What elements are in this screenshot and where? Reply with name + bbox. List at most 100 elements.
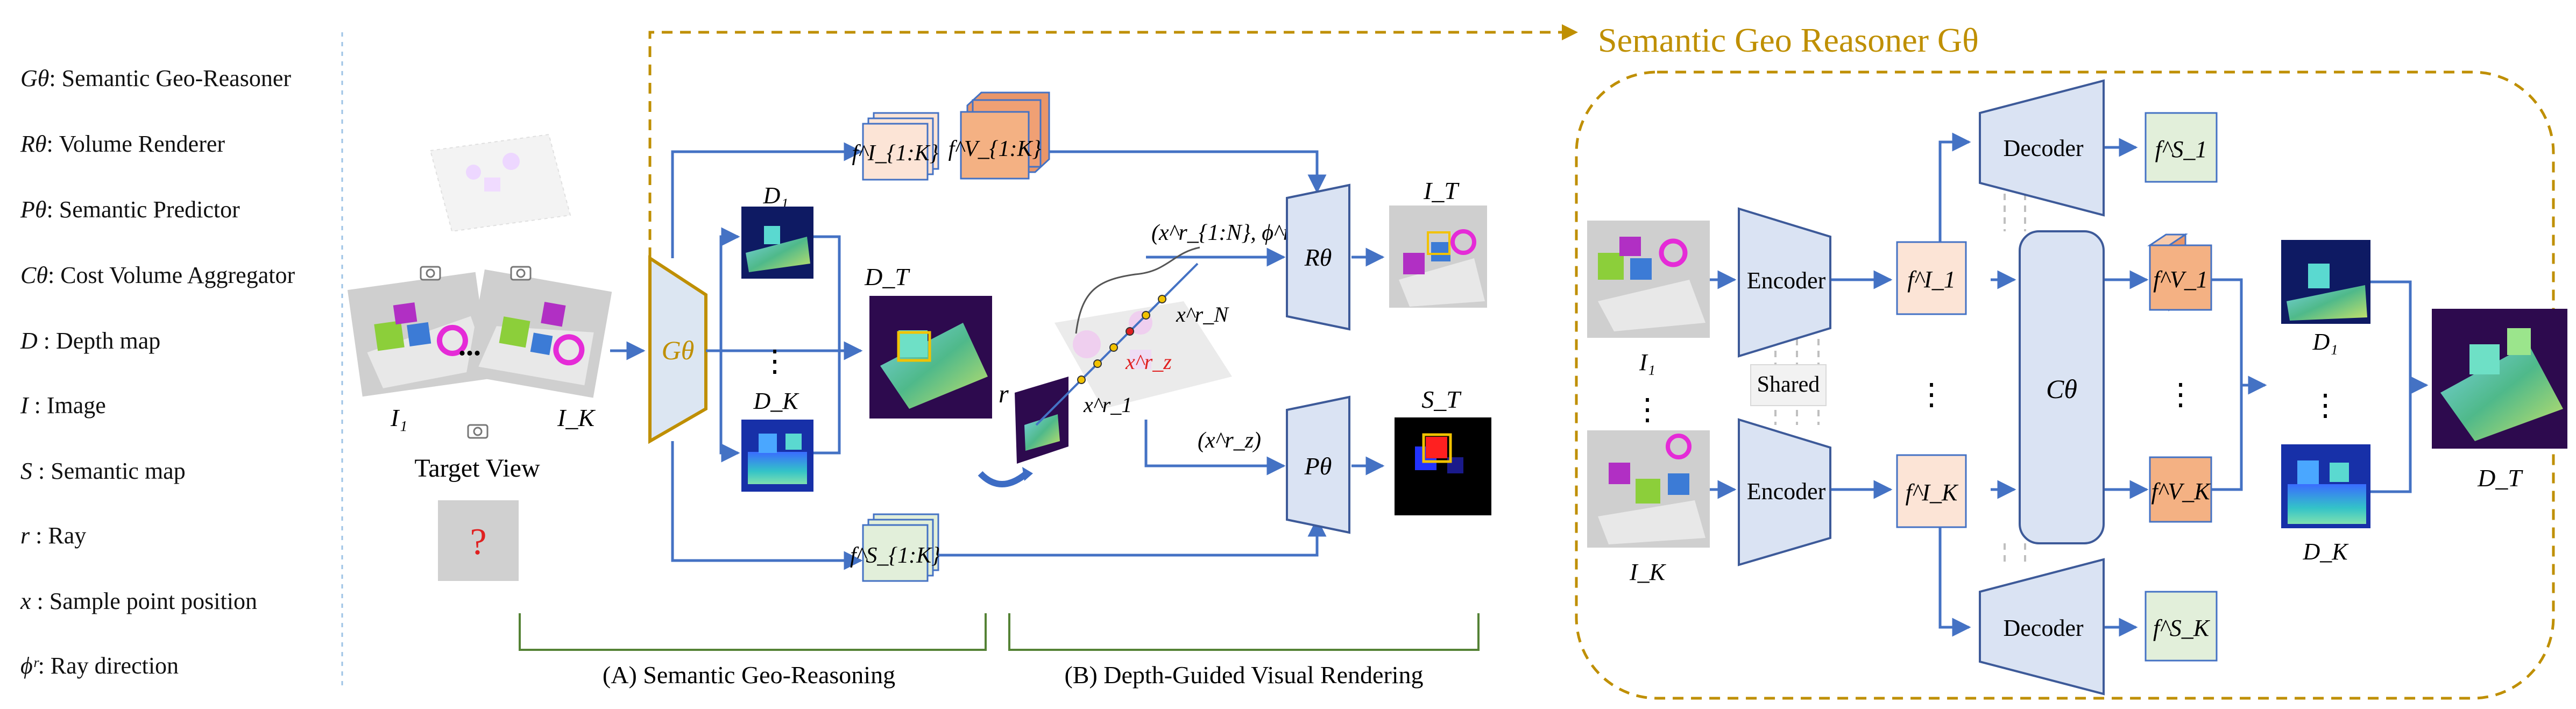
feature-stack-fI: f^I_{1:K}	[852, 112, 939, 181]
view-label-first: I₁	[390, 404, 407, 431]
semantic-predictor-label: Pθ	[1304, 452, 1332, 480]
legend-item: S : Semantic map	[20, 458, 186, 484]
detail-ik-label: I_K	[1629, 559, 1667, 585]
unknown-mark: ?	[470, 521, 486, 563]
feature-f1V-label: f^V_1	[2153, 266, 2208, 293]
detail-input-image-k	[1587, 430, 1710, 548]
detail-arrows	[1710, 132, 2267, 637]
ray-label: r	[999, 380, 1009, 408]
feature-fKS-label: f^S_K	[2153, 615, 2211, 641]
legend-item: ϕʳ: Ray direction	[20, 653, 179, 679]
detail-depth-d1	[2281, 240, 2370, 324]
feature-fI-label: f^I_{1:K}	[852, 141, 939, 166]
feature-fS-label: f^S_{1:K}	[850, 543, 940, 568]
geo-reasoner-block	[648, 255, 707, 444]
feature-f1V-cube: f^V_1	[2147, 233, 2212, 311]
d1-label: D₁	[762, 182, 788, 209]
dk-label: D_K	[753, 388, 799, 414]
ray-scene	[978, 246, 1232, 487]
section-a-label: (A) Semantic Geo-Reasoning	[603, 661, 895, 689]
view-image-k	[466, 269, 612, 398]
feature-fKS-box	[2145, 591, 2218, 662]
target-camera-icon	[467, 424, 489, 439]
decoder-top-label: Decoder	[2003, 135, 2083, 161]
dt-label: D_T	[864, 263, 910, 290]
g-output-arrows	[671, 142, 863, 570]
bracket-a	[519, 613, 987, 651]
rp-input-arrows	[938, 150, 1385, 557]
feature-f1S-box	[2145, 112, 2218, 183]
section-b-label: (B) Depth-Guided Visual Rendering	[1064, 661, 1423, 689]
detail-dt-label: D_T	[2477, 464, 2523, 492]
detail-dk-label: D_K	[2302, 538, 2349, 565]
encoder-top	[1738, 207, 1831, 358]
bracket-b	[1008, 613, 1480, 651]
it-label: I_T	[1423, 177, 1460, 204]
geo-detail-link	[648, 24, 1578, 258]
feature-fKV-label: f^V_K	[2151, 478, 2211, 505]
cost-volume-label: Cθ	[2046, 374, 2077, 404]
detail-title: Semantic Geo Reasoner Gθ	[1598, 21, 1979, 59]
legend-item: Rθ: Volume Renderer	[20, 131, 225, 157]
detail-i1-label: I₁	[1639, 349, 1655, 375]
detail-depth-dt	[2432, 309, 2567, 449]
feature-f1I-box	[1896, 241, 1967, 315]
decoder-top	[1979, 79, 2105, 217]
detail-d1-label: D₁	[2312, 329, 2338, 355]
predictor-input-label: (x^r_z)	[1198, 428, 1261, 453]
feature-fKI-box	[1896, 454, 1967, 528]
legend-item: x : Sample point position	[20, 588, 257, 614]
legend-item: I : Image	[20, 392, 106, 419]
legend-item: D : Depth map	[20, 328, 161, 354]
cost-volume-block	[2019, 230, 2105, 544]
render-input-label: (x^r_{1:N}, ϕ^r)	[1151, 221, 1299, 245]
input-views: I₁ I_K ... Target View ?	[347, 133, 612, 581]
detail-vdots: ⋮	[1632, 393, 1662, 427]
st-label: S_T	[1421, 386, 1462, 413]
ellipsis: ...	[458, 329, 481, 362]
feature-f1S-label: f^S_1	[2155, 136, 2207, 162]
feature-fKV-cube: f^V_K	[2149, 456, 2212, 523]
shared-label: Shared	[1757, 372, 1820, 397]
arrow	[2370, 280, 2429, 395]
semantic-map-st	[1395, 417, 1491, 515]
legend-item: Gθ: Semantic Geo-Reasoner	[20, 65, 292, 91]
decoder-bottom-label: Decoder	[2003, 615, 2083, 641]
depth-map-dk	[741, 420, 813, 492]
arrow	[2370, 385, 2412, 493]
x1-label: x^r_1	[1083, 393, 1132, 417]
encoder-bottom-label: Encoder	[1747, 478, 1826, 505]
vdots: ⋮	[760, 345, 790, 378]
volume-renderer-label: Rθ	[1304, 244, 1332, 271]
camera-icon	[420, 266, 441, 281]
geo-reasoner-label: Gθ	[662, 335, 695, 365]
detail-vdots-v: ⋮	[2165, 378, 2196, 412]
semantic-predictor-block	[1286, 395, 1350, 534]
detail-input-image-1	[1587, 221, 1710, 338]
legend-item: Cθ: Cost Volume Aggregator	[20, 262, 295, 288]
feature-f1I-label: f^I_1	[1907, 266, 1955, 293]
view-image-1	[347, 272, 491, 397]
encoder-top-label: Encoder	[1747, 267, 1826, 294]
legend-item: r : Ray	[20, 522, 87, 549]
legend-item: Pθ: Semantic Predictor	[20, 196, 240, 223]
xn-label: x^r_N	[1176, 302, 1229, 327]
detail-vdots-f: ⋮	[1916, 378, 1947, 412]
detail-vdots-d: ⋮	[2310, 389, 2340, 422]
feature-fV-label: f^V_{1:K}	[949, 137, 1042, 161]
feature-stack-fS: f^S_{1:K}	[850, 513, 940, 582]
depth-map-dt	[869, 296, 992, 419]
feature-fKI-label: f^I_K	[1906, 479, 1959, 506]
rendered-image-it	[1389, 205, 1487, 308]
shared-badge	[1750, 364, 1827, 406]
view-label-last: I_K	[557, 404, 596, 431]
detail-depth-dk	[2281, 444, 2370, 528]
camera-icon	[510, 266, 532, 281]
target-view-caption: Target View	[414, 454, 540, 483]
encoder-bottom	[1738, 418, 1831, 566]
target-frustum	[429, 133, 571, 232]
depth-map-d1	[741, 207, 813, 279]
decoder-bottom	[1979, 558, 2105, 696]
unknown-target-box	[438, 500, 519, 581]
